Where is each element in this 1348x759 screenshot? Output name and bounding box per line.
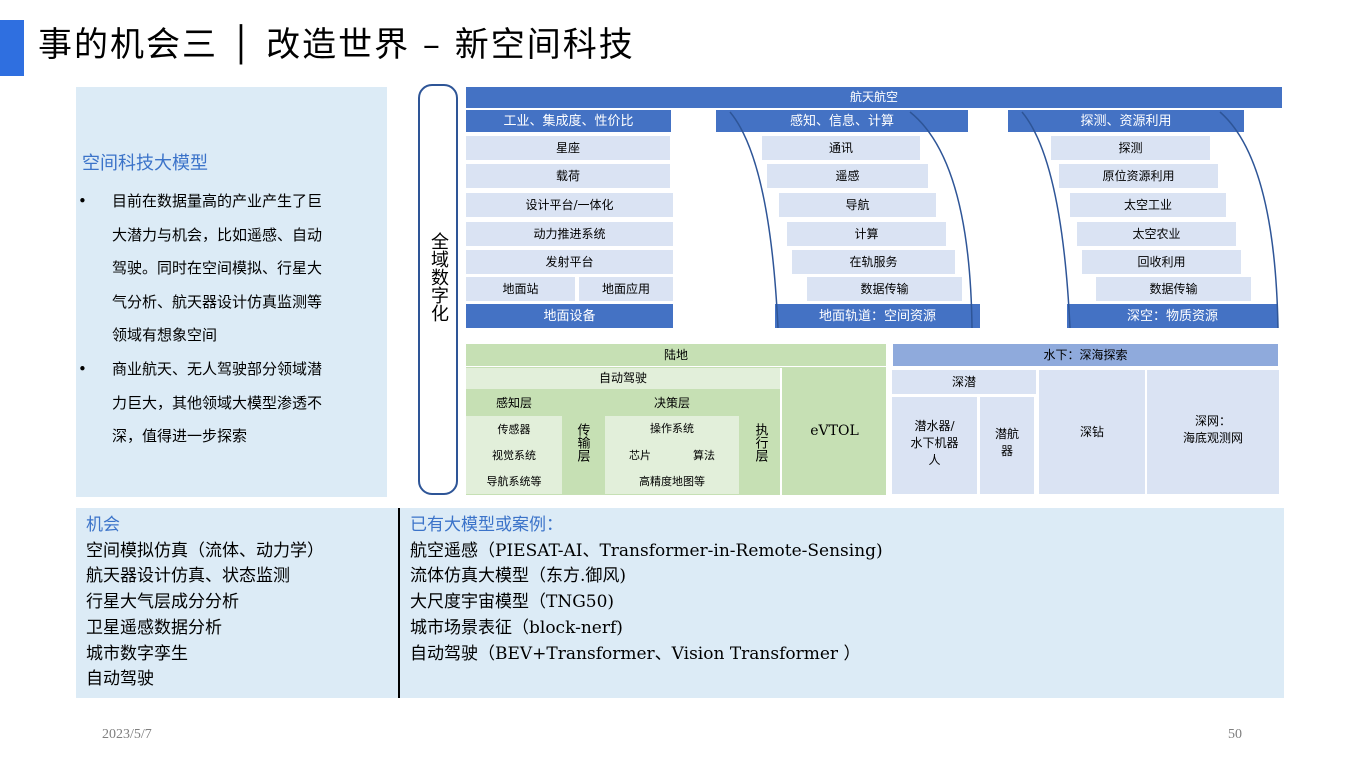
- bullet-2: • 商业航天、无人驾驶部分领域潜 力巨大，其他领域大模型渗透不 深，值得进一步探…: [78, 353, 387, 454]
- case-item: 大尺度宇宙模型（TNG50): [410, 592, 615, 613]
- col3-item: 数据传输: [1096, 277, 1251, 301]
- col2-item: 遥感: [767, 164, 928, 188]
- col3-item: 原位资源利用: [1059, 164, 1218, 188]
- deep-net-line: 深网：: [1194, 414, 1231, 428]
- col3-item: 太空工业: [1070, 193, 1226, 217]
- decision-header: 决策层: [653, 395, 690, 410]
- opportunity-item: 行星大气层成分分析: [86, 592, 239, 613]
- underwater-header: 水下：深海探索: [893, 344, 1278, 366]
- deep-net-cell: 深网： 海底观测网: [1147, 370, 1279, 494]
- autopilot-label: 自动驾驶: [466, 368, 780, 389]
- col2-item: 导航: [779, 193, 936, 217]
- digitalization-label: 全域数字化: [428, 232, 449, 322]
- evtol-label: eVTOL: [810, 422, 859, 439]
- perception-item: 传感器: [497, 422, 531, 436]
- case-item: 城市场景表征（block-nerf): [410, 617, 623, 638]
- land-divider: [780, 368, 782, 495]
- left-panel-heading: 空间科技大模型: [82, 153, 208, 174]
- vehicle-cell: 潜航 器: [980, 397, 1034, 494]
- deep-dive-label: 深潜: [892, 370, 1036, 394]
- vehicle-line: 潜航: [994, 427, 1019, 441]
- deep-space-footer: 深空：物质资源: [1067, 304, 1278, 328]
- case-item: 航空遥感（PIESAT-AI、Transformer-in-Remote-Sen…: [410, 540, 883, 561]
- col1-item: 星座: [466, 136, 670, 160]
- footer-date: 2023/5/7: [102, 727, 152, 742]
- bullet-2-line: 商业航天、无人驾驶部分领域潜: [112, 360, 323, 378]
- title-accent-bar: [0, 20, 24, 76]
- opportunity-item: 航天器设计仿真、状态监测: [86, 566, 290, 587]
- case-item: 自动驾驶（BEV+Transformer、Vision Transformer …: [410, 643, 861, 664]
- col2-item: 在轨服务: [792, 250, 955, 274]
- cases-list: 已有大模型或案例： 航空遥感（PIESAT-AI、Transformer-in-…: [410, 513, 1280, 667]
- opportunities-heading: 机会: [86, 515, 120, 535]
- deep-drill-cell: 深钻: [1039, 370, 1145, 494]
- col2-item: 通讯: [762, 136, 920, 160]
- col1-item: 动力推进系统: [466, 222, 673, 246]
- case-item: 流体仿真大模型（东方.御风): [410, 566, 627, 587]
- bullet-1: • 目前在数据量高的产业产生了巨 大潜力与机会，比如遥感、自动 驾驶。同时在空间…: [78, 185, 387, 353]
- industry-header: 工业、集成度、性价比: [466, 110, 671, 132]
- execution-layer: 执行层: [752, 422, 768, 462]
- opportunity-item: 空间模拟仿真（流体、动力学）: [86, 540, 324, 561]
- opportunity-item: 城市数字孪生: [86, 643, 188, 664]
- perception-items: [466, 416, 562, 494]
- bullet-1-line: 领域有想象空间: [112, 326, 218, 344]
- col1-item: 设计平台/一体化: [466, 193, 673, 217]
- decision-item: 高精度地图等: [639, 474, 705, 488]
- col1-item: 地面应用: [579, 277, 673, 301]
- perception-item: 视觉系统: [492, 448, 536, 462]
- submersible-line: 人: [928, 453, 941, 467]
- col1-item: 载荷: [466, 164, 670, 188]
- bullet-dot: •: [78, 360, 87, 378]
- left-panel: 空间科技大模型 • 目前在数据量高的产业产生了巨 大潜力与机会，比如遥感、自动 …: [76, 87, 387, 497]
- bullet-1-line: 驾驶。同时在空间模拟、行星大: [112, 259, 323, 277]
- orbit-footer: 地面轨道：空间资源: [775, 304, 980, 328]
- bottom-panel: [76, 508, 1284, 698]
- perception-item: 导航系统等: [486, 474, 542, 488]
- bottom-divider: [398, 508, 400, 698]
- decision-item: 芯片: [629, 448, 651, 462]
- sensing-header: 感知、信息、计算: [716, 110, 968, 132]
- submersible-line: 水下机器: [910, 436, 959, 450]
- land-header: 陆地: [466, 344, 886, 366]
- digitalization-frame: [418, 84, 458, 495]
- col3-item: 太空农业: [1077, 222, 1236, 246]
- aerospace-header: 航天航空: [466, 87, 1282, 108]
- opportunities-list: 机会 空间模拟仿真（流体、动力学） 航天器设计仿真、状态监测 行星大气层成分分析…: [86, 513, 396, 693]
- submersible-cell: 潜水器/ 水下机器 人: [892, 397, 977, 494]
- bullet-1-line: 气分析、航天器设计仿真监测等: [112, 292, 323, 311]
- bullet-2-line: 深，值得进一步探索: [112, 427, 248, 445]
- perception-header: 感知层: [495, 395, 532, 410]
- col1-item: 地面站: [466, 277, 575, 301]
- arc-decoration: [729, 111, 1279, 329]
- decision-item: 操作系统: [650, 421, 694, 435]
- cases-heading: 已有大模型或案例：: [410, 515, 563, 535]
- page-title: 事的机会三 │ 改造世界 – 新空间科技: [38, 25, 635, 65]
- opportunity-item: 卫星遥感数据分析: [86, 617, 222, 638]
- page-number: 50: [1228, 727, 1242, 742]
- decision-item: 算法: [693, 448, 715, 462]
- ground-equipment-footer: 地面设备: [466, 304, 673, 328]
- col2-item: 数据传输: [807, 277, 962, 301]
- decision-items: [605, 416, 739, 494]
- vehicle-line: 器: [1000, 444, 1013, 458]
- bullet-dot: •: [78, 192, 87, 210]
- submersible-line: 潜水器/: [914, 419, 955, 433]
- bullet-2-line: 力巨大，其他领域大模型渗透不: [112, 393, 323, 412]
- col3-item: 回收利用: [1082, 250, 1241, 274]
- col1-item: 发射平台: [466, 250, 673, 274]
- deep-net-line: 海底观测网: [1182, 431, 1243, 445]
- opportunity-item: 自动驾驶: [86, 669, 154, 690]
- col3-item: 探测: [1051, 136, 1210, 160]
- col2-item: 计算: [787, 222, 946, 246]
- transport-layer: 传输层: [574, 422, 590, 462]
- bullet-1-line: 大潜力与机会，比如遥感、自动: [112, 225, 323, 244]
- bullet-1-line: 目前在数据量高的产业产生了巨: [112, 192, 323, 210]
- exploration-header: 探测、资源利用: [1008, 110, 1244, 132]
